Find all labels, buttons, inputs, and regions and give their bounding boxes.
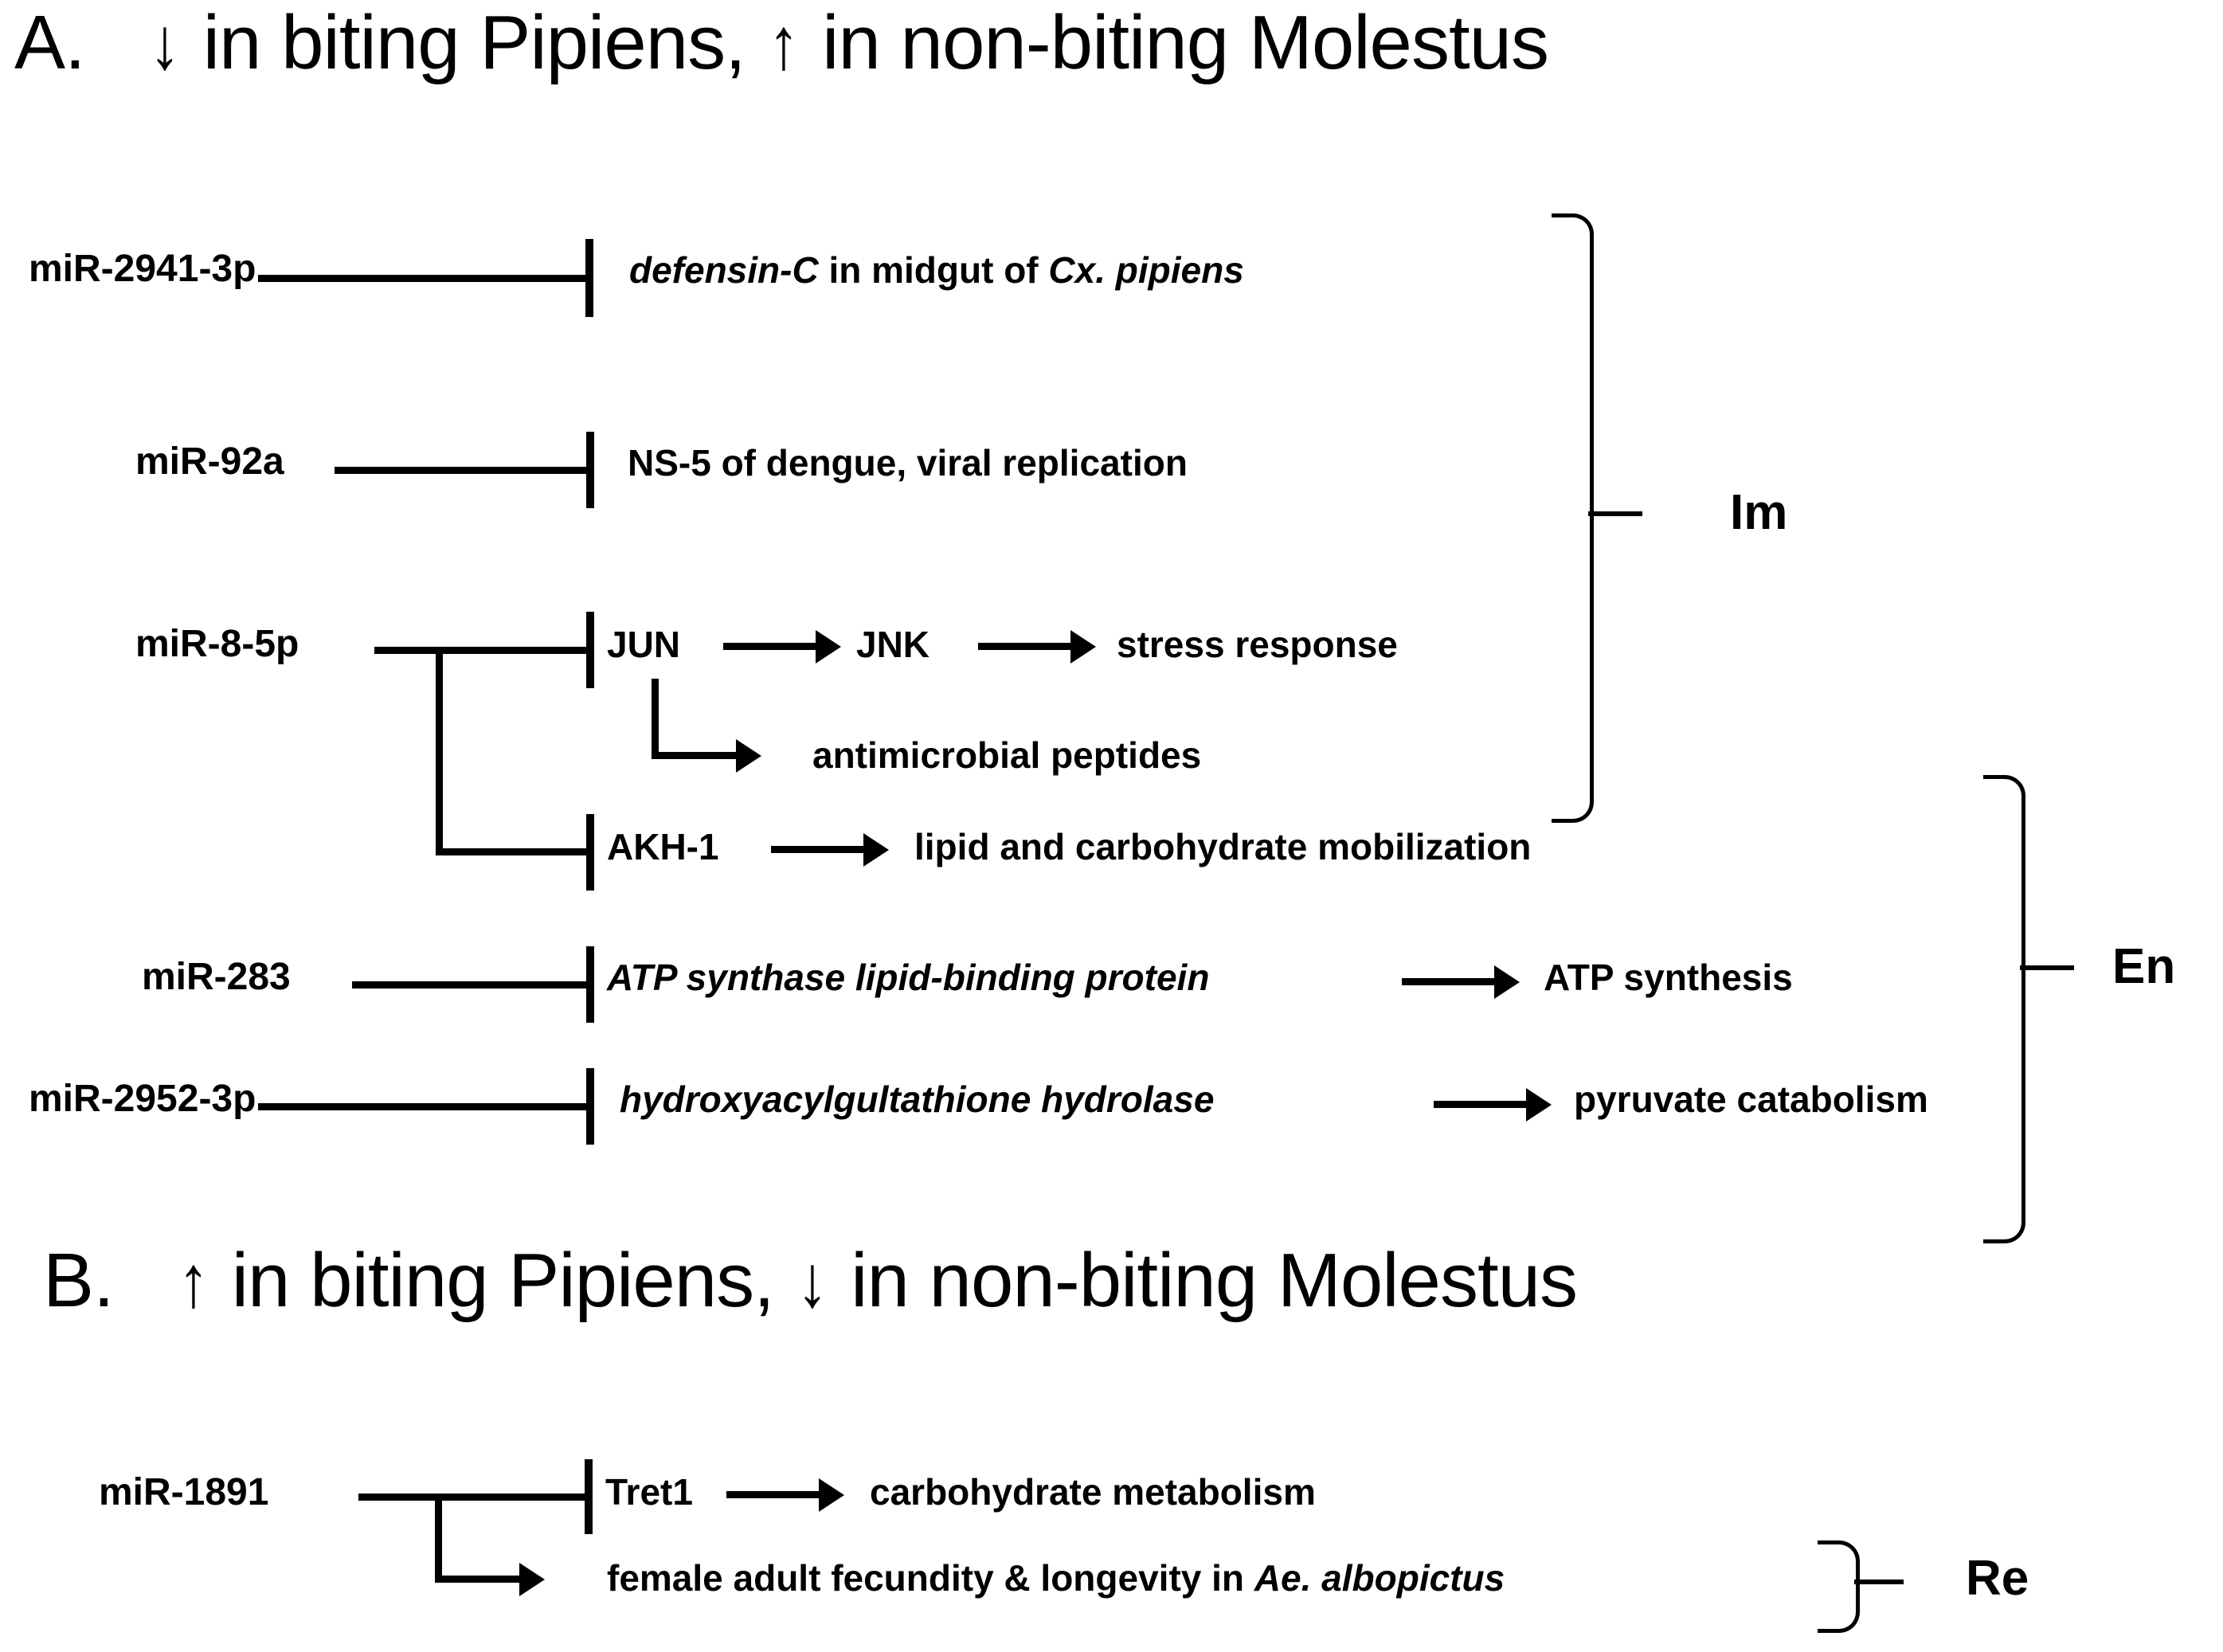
bracket-energy-tick (2020, 965, 2074, 970)
activation-line-jun-amp (652, 752, 738, 759)
inhibition-line-row2 (335, 467, 589, 474)
activation-line-akh1-lipid (771, 846, 865, 853)
target-text: stress response (1117, 624, 1398, 665)
target-part-gene: defensin-C (629, 249, 819, 291)
bracket-immunity (1552, 213, 1594, 823)
target-label-tret1: Tret1 (605, 1474, 693, 1510)
target-text: JUN (607, 624, 681, 665)
target-label-stress-response: stress response (1117, 626, 1398, 663)
activation-line-tret1-carb (726, 1491, 820, 1498)
target-label-lipid-carbohydrate-mobilization: lipid and carbohydrate mobilization (914, 828, 1531, 865)
inhibition-line-row1 (258, 275, 589, 282)
arrowhead-amp-icon (736, 739, 761, 773)
arrowhead-akh1-lipid-icon (863, 833, 889, 867)
target-label-atp-synthesis: ATP synthesis (1544, 959, 1793, 996)
arrowhead-atp-icon (1494, 965, 1520, 999)
arrowhead-fecundity-icon (519, 1563, 545, 1596)
target-label-pyruvate-catabolism: pyruvate catabolism (1574, 1081, 1928, 1118)
bracket-immunity-tick (1588, 511, 1642, 516)
branch-vertical-jun-amp (652, 679, 659, 758)
target-text: JNK (856, 624, 930, 665)
inhibition-line-row4 (352, 981, 589, 988)
down-arrow-icon: ↓ (149, 3, 180, 84)
target-label-jun: JUN (607, 626, 680, 663)
down-arrow-icon: ↓ (796, 1241, 828, 1322)
inhibition-bar-akh1 (586, 814, 594, 891)
target-label-fecundity-longevity: female adult fecundity & longevity in Ae… (607, 1560, 1505, 1596)
bracket-energy (1983, 775, 2025, 1243)
arrowhead-jnk-stress-icon (1070, 630, 1096, 664)
target-text: NS-5 of dengue, viral replication (628, 442, 1188, 483)
target-label-defensin-c: defensin-C in midgut of Cx. pipiens (629, 252, 1244, 288)
target-text: ATP synthesis (1544, 957, 1793, 998)
branch-vertical-mir1891 (435, 1493, 442, 1583)
activation-line-jnk-stress (978, 643, 1072, 650)
inhibition-bar-jun (586, 612, 594, 688)
target-part-phrase: female adult fecundity & longevity in (607, 1557, 1254, 1599)
mirna-label-mir-92a: miR-92a (135, 440, 284, 483)
target-part-middle: in midgut of (818, 249, 1049, 291)
mirna-label-mir-2941-3p: miR-2941-3p (29, 248, 256, 290)
arrowhead-pyruvate-icon (1526, 1088, 1552, 1122)
mirna-label-mir-283: miR-283 (142, 956, 291, 998)
target-label-jnk: JNK (856, 626, 930, 663)
arrowhead-jun-jnk-icon (816, 630, 841, 664)
target-text: Tret1 (605, 1471, 693, 1513)
target-text: AKH-1 (607, 826, 719, 867)
bracket-label-en: En (2112, 939, 2176, 994)
inhibition-bar-row2 (586, 432, 594, 508)
inhibition-bar-tret1 (585, 1459, 593, 1534)
bracket-reproduction-tick (1854, 1580, 1904, 1584)
target-part-species: Ae. albopictus (1254, 1557, 1505, 1599)
panel-b-title-text-2: in non-biting Molestus (851, 1238, 1578, 1323)
target-text: carbohydrate metabolism (870, 1471, 1316, 1513)
panel-b-title: B. ↑ in biting Pipiens, ↓ in non-biting … (43, 1241, 1578, 1322)
inhibition-bar-row4 (586, 946, 594, 1023)
inhibition-line-tret1 (358, 1493, 588, 1501)
inhibition-bar-row1 (585, 239, 593, 317)
target-part-species: Cx. pipiens (1048, 249, 1244, 291)
inhibition-line-mir8-jun (374, 647, 589, 654)
branch-vertical-mir8 (436, 647, 443, 855)
arrowhead-tret1-carb-icon (819, 1478, 844, 1512)
target-text: antimicrobial peptides (812, 734, 1202, 776)
panel-a-title: A. ↓ in biting Pipiens, ↑ in non-biting … (14, 3, 1549, 84)
mirna-label-mir-8-5p: miR-8-5p (135, 623, 299, 665)
target-label-antimicrobial-peptides: antimicrobial peptides (812, 737, 1201, 773)
up-arrow-icon: ↑ (768, 3, 800, 84)
panel-b-title-text-1: in biting Pipiens, (231, 1238, 775, 1323)
bracket-label-im: Im (1730, 485, 1788, 540)
panel-b-letter: B. (43, 1238, 115, 1323)
target-text: pyruvate catabolism (1574, 1078, 1928, 1120)
mirna-label-mir-2952-3p: miR-2952-3p (29, 1078, 256, 1120)
bracket-label-re: Re (1966, 1551, 2029, 1606)
target-label-carbohydrate-metabolism: carbohydrate metabolism (870, 1474, 1316, 1510)
target-text: ATP synthase lipid-binding protein (607, 957, 1210, 998)
activation-line-jun-jnk (723, 643, 817, 650)
target-label-hydroxyacylgultathione-hydrolase: hydroxyacylgultathione hydrolase (620, 1081, 1214, 1118)
activation-line-fecundity (435, 1576, 521, 1583)
panel-a-title-text-1: in biting Pipiens, (202, 0, 746, 85)
up-arrow-icon: ↑ (178, 1241, 209, 1322)
panel-a-letter: A. (14, 0, 86, 85)
mirna-label-mir-1891: miR-1891 (99, 1471, 269, 1513)
target-text: lipid and carbohydrate mobilization (914, 826, 1532, 867)
target-text: hydroxyacylgultathione hydrolase (620, 1078, 1215, 1120)
target-label-akh-1: AKH-1 (607, 828, 719, 865)
inhibition-line-mir8-akh1 (436, 848, 592, 855)
panel-a-title-text-2: in non-biting Molestus (822, 0, 1549, 85)
inhibition-line-row5 (258, 1103, 589, 1110)
target-label-atp-synthase-protein: ATP synthase lipid-binding protein (607, 959, 1209, 996)
target-label-ns5-dengue: NS-5 of dengue, viral replication (628, 444, 1188, 481)
bracket-reproduction (1818, 1540, 1860, 1633)
activation-line-atp (1402, 978, 1496, 985)
activation-line-pyruvate (1434, 1101, 1528, 1108)
inhibition-bar-row5 (586, 1068, 594, 1145)
